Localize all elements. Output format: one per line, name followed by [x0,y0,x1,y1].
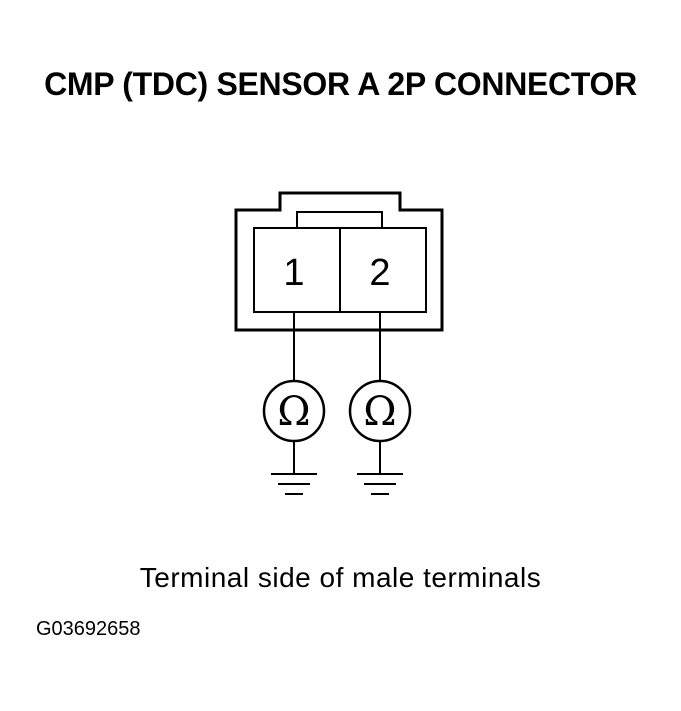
terminal-cavity-2 [339,227,427,313]
figure-id: G03692658 [36,618,141,640]
diagram-caption: Terminal side of male terminals [139,562,542,593]
connector-lock-tab [296,211,383,228]
ohmmeter-icon: Ω [348,379,412,443]
ohm-symbol: Ω [363,389,396,435]
ohmmeter-icon: Ω [262,379,326,443]
pin-label-1: 1 [283,252,304,294]
ground-icon [357,473,403,495]
connector-housing [234,191,444,332]
pin-label-2: 2 [369,252,390,294]
diagram-title: CMP (TDC) SENSOR A 2P CONNECTOR [44,66,637,102]
ohm-symbol: Ω [277,389,310,435]
ground-icon [271,473,317,495]
